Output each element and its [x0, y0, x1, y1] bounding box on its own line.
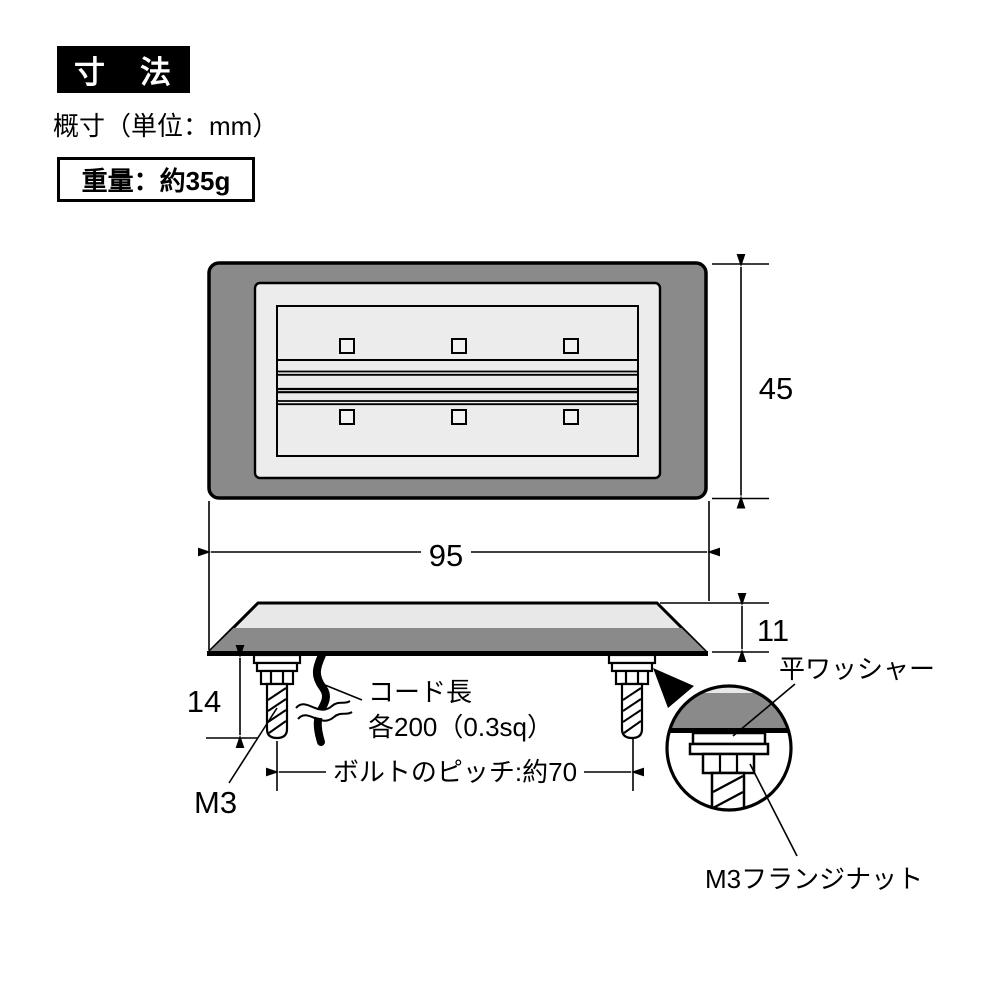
side-view: [207, 601, 708, 746]
washer-label: 平ワッシャー: [779, 654, 935, 684]
reflector-stripes: [277, 359, 638, 406]
section-title-box: 寸 法: [57, 46, 190, 93]
detail-thread-hatch: [712, 774, 744, 810]
callout-pointer: [653, 668, 694, 708]
m3-label: M3: [194, 785, 237, 820]
detail-circle-content: [667, 686, 791, 810]
bolt-pitch-label: ボルトのピッチ:約70: [333, 757, 577, 787]
label-cord: コード長 各200（0.3sq）: [319, 677, 553, 742]
detail-lens-band: [667, 686, 791, 693]
detail-callout: 平ワッシャー M3フランジナット: [653, 654, 935, 894]
led-windows: [339, 338, 579, 425]
flange-left: [255, 661, 299, 673]
bolt-left: [252, 653, 302, 740]
front-view: [207, 261, 708, 500]
led-window: [339, 409, 355, 425]
detail-nut: [701, 752, 756, 775]
bolt-right: [607, 653, 657, 740]
led-window: [339, 338, 355, 354]
washer-right: [607, 653, 657, 665]
dim-14-value: 14: [187, 684, 221, 719]
dim-95-value: 95: [429, 538, 463, 573]
label-m3: M3: [194, 707, 278, 820]
cord-label-line1: コード長: [368, 677, 472, 707]
led-window: [563, 409, 579, 425]
dim-height-45: 45: [712, 254, 793, 509]
detail-body-band: [667, 693, 791, 728]
weight-badge-label: 重量：約35g: [81, 166, 231, 196]
power-cord: [292, 651, 355, 746]
nut-right: [614, 669, 650, 686]
flange-right: [610, 661, 654, 673]
dim-45-value: 45: [759, 371, 793, 406]
lamp-profile-base: [209, 628, 706, 652]
cord-label-line2: 各200（0.3sq）: [368, 712, 553, 742]
washer-left: [252, 653, 302, 665]
led-window: [451, 338, 467, 354]
led-window: [563, 338, 579, 354]
dim-height-11: 11: [660, 593, 789, 662]
dim-11-value: 11: [757, 613, 789, 648]
flange-nut-label: M3フランジナット: [705, 864, 923, 894]
detail-flange: [688, 742, 770, 756]
dim-width-95: 95: [198, 501, 720, 650]
unit-note: 概寸（単位：mm）: [53, 111, 279, 141]
thread-hatch-left: [267, 687, 287, 734]
section-title: 寸 法: [74, 55, 173, 90]
dim-bolt-length-14: 14: [187, 645, 258, 748]
detail-bottom-edge: [667, 728, 791, 733]
weight-badge: 重量：約35g: [57, 157, 255, 202]
nut-left: [259, 669, 295, 686]
led-window: [451, 409, 467, 425]
detail-circle: [665, 684, 793, 812]
lamp-inner-panel: [276, 305, 639, 457]
thread-hatch-right: [622, 687, 642, 734]
dim-bolt-pitch: ボルトのピッチ:約70: [266, 738, 644, 791]
detail-washer: [691, 731, 767, 746]
